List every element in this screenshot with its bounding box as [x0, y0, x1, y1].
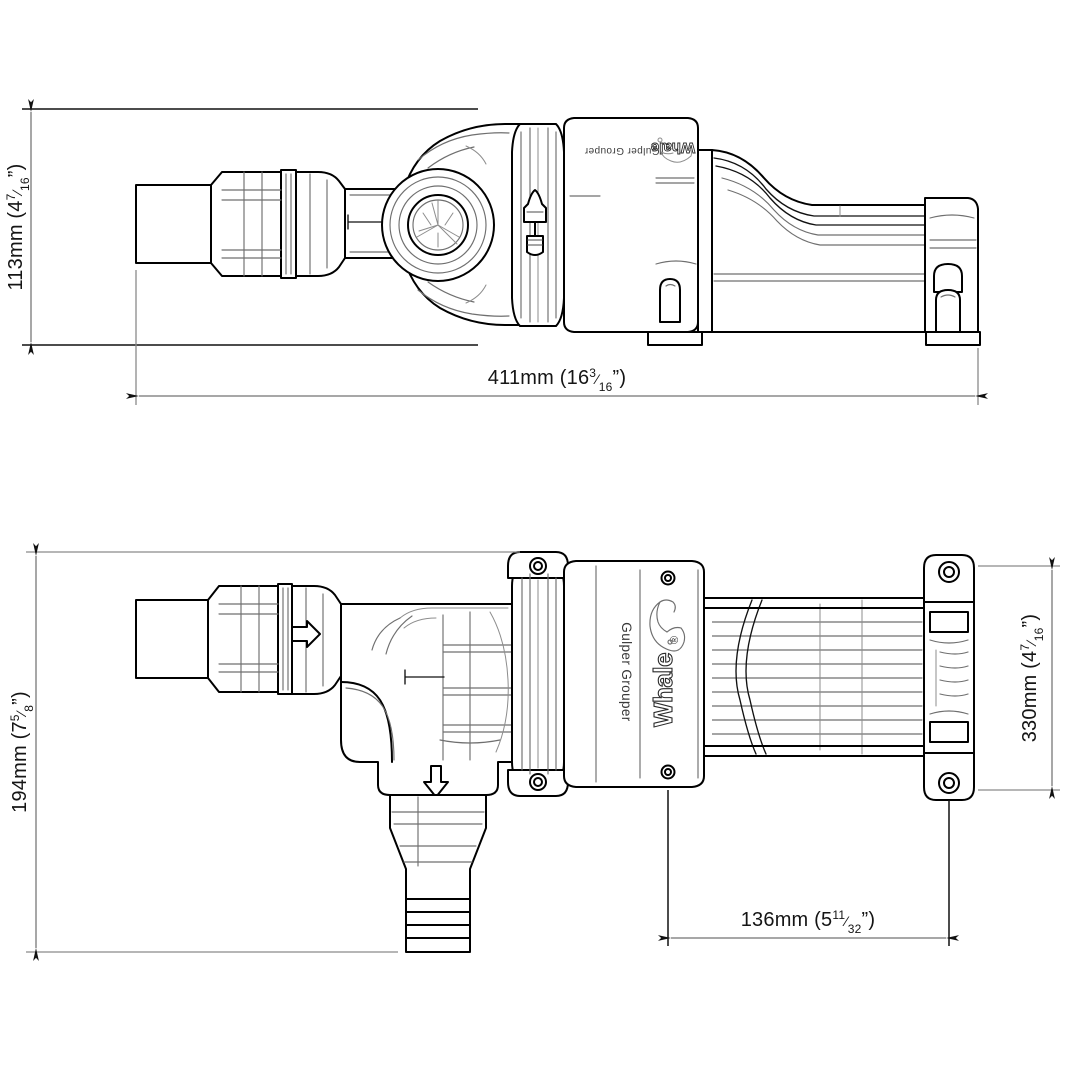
whale-logo-top-view-small: Gulper Grouper — [584, 145, 659, 156]
motor-housing-plan — [703, 597, 925, 757]
top-view-side-elevation: Whale Gulper Grouper — [4, 99, 988, 405]
internal-ribs — [442, 611, 513, 761]
inlet-port — [135, 184, 212, 264]
whale-icon — [649, 599, 686, 652]
pump-inlet-body-plan — [291, 585, 342, 695]
whale-logo-text: Whale — [648, 653, 678, 727]
mount-plate-plan — [507, 551, 569, 797]
mount-plate — [511, 123, 565, 327]
motor-housing — [697, 149, 926, 333]
valve-screw-detail — [523, 189, 547, 256]
whale-registered-mark: ® — [669, 635, 681, 644]
dim-194-group: 194mm (75⁄8”) — [8, 543, 520, 961]
dim-194-label: 194mm (75⁄8”) — [8, 691, 36, 813]
flow-arrow-outlet — [423, 765, 449, 798]
cooling-fins — [712, 599, 923, 755]
dim-136-group: 136mm (511⁄32”) — [658, 790, 959, 946]
dim-330-group: 330mm (47⁄16”) — [978, 557, 1060, 799]
dim-330-label: 330mm (47⁄16”) — [1018, 614, 1046, 743]
whale-logo-top-view: Whale — [650, 137, 696, 163]
flow-arrow-inlet — [291, 620, 321, 648]
branding-panel: Gulper Grouper Whale ® — [563, 560, 705, 788]
dim-113-label: 113mm (47⁄16”) — [4, 163, 32, 290]
model-name-text: Gulper Grouper — [619, 622, 634, 721]
dim-136-label: 136mm (511⁄32”) — [741, 908, 876, 936]
valve-cap-tristar — [381, 168, 495, 282]
hose-collar-nut-plan — [207, 583, 293, 695]
dim-411-group: 411mm (163⁄16”) — [126, 270, 988, 405]
mounting-bracket-top — [924, 197, 981, 346]
inlet-port-plan — [135, 599, 209, 679]
bracket-grip-ribs — [939, 651, 969, 697]
mounting-bracket-plan — [923, 554, 975, 801]
barb-ribs — [405, 898, 471, 953]
model-name-text-top: Gulper Grouper — [584, 145, 659, 156]
bottom-view-plan-elevation: Gulper Grouper Whale ® — [8, 543, 1060, 961]
pump-body-plan — [340, 603, 521, 798]
tristar-spokes — [416, 200, 460, 248]
dim-411-label: 411mm (163⁄16”) — [488, 366, 626, 394]
pump-inlet-body — [295, 171, 396, 277]
outlet-hose-barb — [389, 794, 487, 953]
dim-113-group: 113mm (47⁄16”) — [4, 99, 478, 355]
hose-collar-nut — [210, 169, 297, 279]
